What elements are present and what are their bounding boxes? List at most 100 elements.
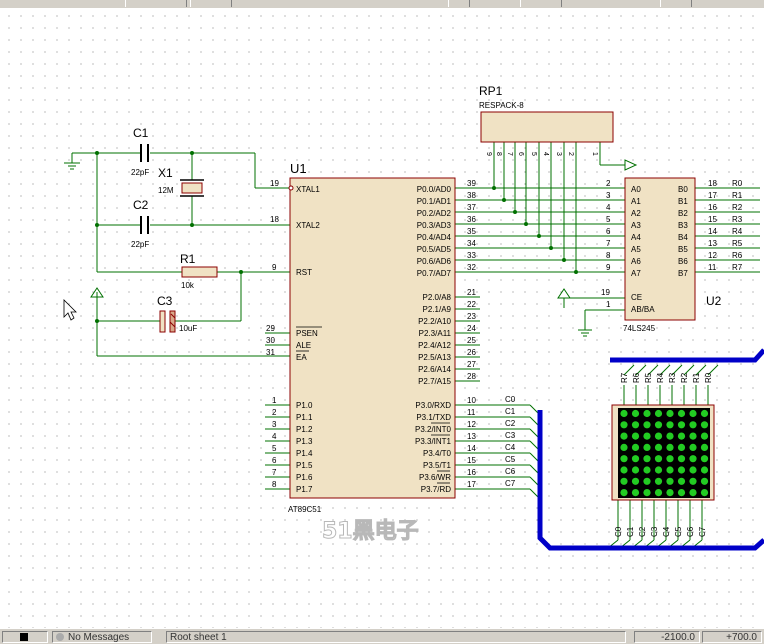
led-dot — [689, 443, 697, 451]
matrix-label: R2 — [680, 372, 689, 383]
led-dot — [666, 466, 674, 474]
pin-name: A3 — [631, 221, 641, 230]
pin-name: A6 — [631, 257, 641, 266]
pin-name: P1.3 — [296, 437, 313, 446]
led-dot — [700, 477, 709, 485]
net-label: C3 — [505, 431, 516, 440]
schematic-svg: U1 AT89C51 19 XTAL1 18 XTAL2 9 RST 29 PS… — [63, 84, 764, 551]
buses — [537, 348, 764, 551]
pin-name: P3.5/T1 — [423, 461, 452, 470]
power-arrows — [90, 159, 638, 299]
stop-icon[interactable] — [20, 633, 28, 641]
capacitor-c3[interactable]: C3 10uF — [157, 294, 197, 333]
pin-name: A5 — [631, 245, 641, 254]
net-label: C1 — [505, 407, 516, 416]
pin-num: 14 — [708, 227, 717, 236]
led-dot — [631, 432, 640, 440]
toolbar-button[interactable] — [125, 0, 187, 7]
pin-name: B0 — [678, 185, 688, 194]
u1-ref: U1 — [290, 161, 307, 176]
status-bar: No Messages Root sheet 1 -2100.0 +700.0 — [0, 628, 764, 644]
xtal1-clock-marker — [288, 185, 294, 191]
net-label: R1 — [732, 191, 743, 200]
u1-part: AT89C51 — [288, 505, 322, 514]
schematic-canvas[interactable]: U1 AT89C51 19 XTAL1 18 XTAL2 9 RST 29 PS… — [0, 8, 764, 628]
led-dot — [666, 455, 674, 463]
pin-name: EA — [296, 353, 307, 362]
pin-num: 17 — [467, 480, 476, 489]
pin-name: P3.4/T0 — [423, 449, 452, 458]
led-dot — [689, 466, 697, 474]
wires — [64, 142, 760, 549]
led-dot — [700, 432, 709, 440]
led-dot — [700, 466, 709, 474]
toolbar-button[interactable] — [660, 0, 692, 7]
toolbar-button[interactable] — [448, 0, 470, 7]
respack-rp1[interactable]: RP1 RESPACK-8 — [479, 84, 614, 143]
pin-name: P2.0/A8 — [423, 293, 452, 302]
pin-num: 18 — [270, 215, 279, 224]
led-dot — [654, 477, 663, 485]
u2-part: 74LS245 — [623, 324, 656, 333]
pin-num: 13 — [467, 432, 476, 441]
pin-name: A1 — [631, 197, 641, 206]
capacitor-c2[interactable]: C2 22pF — [131, 198, 149, 249]
led-dot — [654, 466, 663, 474]
pin-num: 18 — [708, 179, 717, 188]
c2-value: 22pF — [131, 240, 149, 249]
pin-name: B1 — [678, 197, 688, 206]
pin-name: B4 — [678, 233, 688, 242]
u1-body[interactable] — [289, 177, 456, 499]
led-matrix[interactable] — [611, 404, 715, 501]
led-dot — [631, 466, 640, 474]
pin-num: 10 — [467, 396, 476, 405]
pin-name: RST — [296, 268, 312, 277]
toolbar-button[interactable] — [520, 0, 562, 7]
pin-name: P0.4/AD4 — [417, 233, 452, 242]
net-label: R5 — [732, 239, 743, 248]
toolbar-button[interactable] — [190, 0, 232, 7]
pin-name: P3.6/WR — [419, 473, 451, 482]
matrix-label: C3 — [650, 526, 659, 537]
pin-num: 31 — [266, 348, 275, 357]
watermark: 51黑电子 — [322, 519, 419, 544]
resistor-r1[interactable]: R1 10k — [180, 252, 218, 290]
pin-name: P2.7/A15 — [418, 377, 451, 386]
pin-name: A4 — [631, 233, 641, 242]
pin-name: P2.1/A9 — [423, 305, 452, 314]
led-dot — [666, 477, 674, 485]
status-coord-x: -2100.0 — [634, 631, 700, 643]
c3-value: 10uF — [179, 324, 197, 333]
pin-num: 22 — [467, 300, 476, 309]
pin-num: 6 — [606, 227, 611, 236]
matrix-label: R1 — [692, 372, 701, 383]
pin-num: 5 — [530, 152, 537, 156]
pin-name: B7 — [678, 269, 688, 278]
capacitor-c1[interactable]: C1 22pF — [131, 126, 149, 177]
led-dot — [677, 455, 686, 463]
u1-right-pins: 39 P0.0/AD0 38 P0.1/AD1 37 P0.2/AD2 36 P… — [415, 179, 476, 494]
pin-name: XTAL1 — [296, 185, 320, 194]
pin-num: 19 — [270, 179, 279, 188]
status-controls[interactable] — [2, 631, 48, 643]
matrix-label: R6 — [632, 372, 641, 383]
led-dot — [654, 409, 663, 418]
c2-ref: C2 — [133, 198, 149, 212]
led-dot — [700, 443, 709, 451]
pin-num: 34 — [467, 239, 476, 248]
led-dot — [700, 421, 709, 429]
u2-body[interactable] — [624, 177, 696, 321]
led-dots — [620, 409, 709, 497]
pin-num: 24 — [467, 324, 476, 333]
crystal-x1[interactable]: X1 12M — [158, 166, 204, 197]
pin-name: P3.3/INT1 — [415, 437, 452, 446]
led-dot — [631, 489, 640, 497]
net-label: R0 — [732, 179, 743, 188]
pin-name: P1.1 — [296, 413, 313, 422]
rp1-part: RESPACK-8 — [479, 101, 524, 110]
pin-num: 14 — [467, 444, 476, 453]
status-messages[interactable]: No Messages — [52, 631, 152, 643]
pin-name: P0.6/AD6 — [417, 257, 452, 266]
pin-num: 1 — [606, 300, 611, 309]
net-label: C2 — [505, 419, 516, 428]
